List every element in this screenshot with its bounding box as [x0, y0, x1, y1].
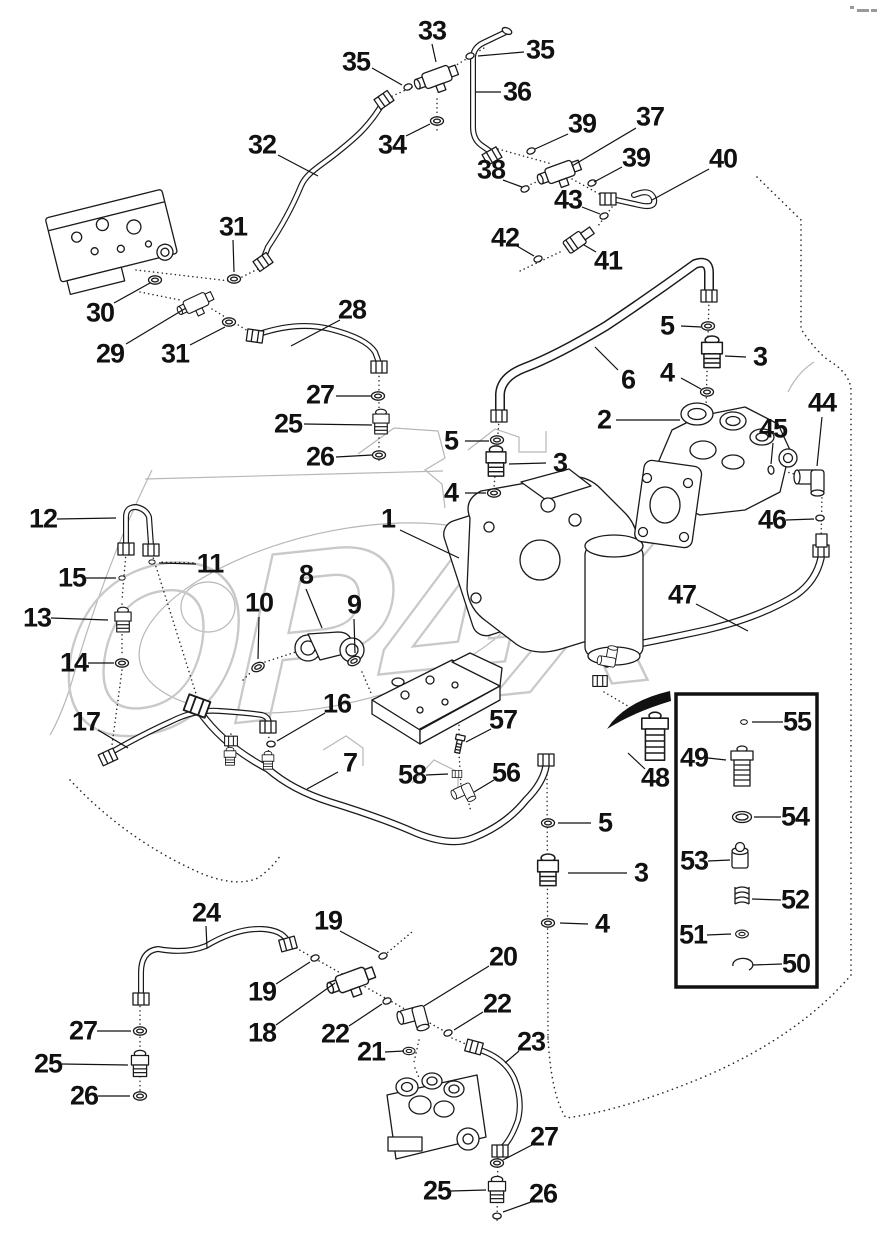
leader-37	[571, 127, 637, 167]
leader-29	[125, 307, 187, 345]
leader-4	[680, 377, 702, 390]
machine-dotted-silhouette	[69, 176, 852, 1119]
leader-4	[559, 922, 589, 925]
leader-23	[504, 1050, 520, 1064]
leader-46	[785, 518, 815, 521]
leader-50	[752, 963, 783, 966]
leader-3	[508, 462, 547, 465]
leader-16	[276, 712, 326, 742]
leader-5	[680, 325, 702, 328]
oil-lines	[110, 26, 821, 1148]
leader-27	[502, 1144, 533, 1161]
leader-47	[695, 603, 749, 632]
leader-41	[583, 244, 597, 253]
bolt-57	[454, 733, 466, 754]
plunger-53	[731, 841, 749, 869]
leader-35	[477, 51, 525, 57]
leader-26	[502, 1201, 532, 1213]
corner-mark	[850, 6, 877, 12]
priority-valve-assembly	[634, 402, 798, 549]
leader-39	[534, 133, 569, 150]
leader-6	[594, 346, 619, 371]
leader-24	[205, 925, 208, 949]
leader-10	[257, 616, 260, 660]
leader-39	[593, 166, 623, 183]
leader-18	[275, 982, 336, 1026]
leader-38	[502, 179, 523, 188]
leader-1	[399, 529, 460, 559]
leader-34	[405, 123, 431, 137]
cover-plate	[371, 652, 503, 745]
leader-9	[353, 618, 356, 654]
inset-detail-box	[607, 691, 819, 989]
leader-25	[61, 1063, 129, 1066]
leader-17	[97, 729, 129, 749]
leader-31	[232, 239, 235, 273]
leader-22	[348, 1003, 383, 1027]
leader-19	[339, 930, 380, 953]
elbow-union-8	[294, 631, 365, 663]
leader-51	[706, 933, 732, 936]
leader-44	[816, 416, 823, 467]
leader-3	[724, 355, 747, 358]
leader-57	[465, 728, 492, 743]
leader-31	[189, 326, 226, 346]
leader-35	[371, 67, 403, 86]
snap-ring-50	[732, 957, 754, 971]
leader-21	[384, 1050, 405, 1053]
hydrostatic-pump	[443, 468, 644, 666]
inset-pointer-arrow	[607, 691, 671, 729]
sensor-fitting	[562, 226, 595, 254]
leader-33	[431, 43, 437, 63]
leader-19	[275, 961, 311, 985]
leader-43	[581, 206, 601, 215]
leader-40	[651, 168, 710, 201]
leader-11	[158, 562, 197, 565]
callout-leader-lines	[50, 43, 823, 1213]
leader-48	[627, 752, 646, 770]
leader-20	[423, 965, 490, 1007]
leader-7	[306, 771, 339, 790]
bottom-control-valve	[386, 1072, 487, 1160]
leader-13	[50, 617, 109, 621]
leader-30	[113, 282, 151, 304]
remote-control-valve-block	[45, 189, 178, 296]
leader-28	[290, 319, 341, 347]
leader-56	[473, 779, 495, 793]
leader-42	[516, 245, 535, 257]
leader-49	[707, 757, 727, 761]
leader-52	[751, 898, 782, 901]
tube-nuts	[97, 89, 830, 1158]
leader-53	[707, 859, 731, 862]
leader-58	[425, 773, 449, 776]
leader-22	[453, 1011, 484, 1031]
leader-32	[277, 154, 319, 177]
leader-45	[770, 442, 774, 465]
union-fittings	[114, 61, 825, 1204]
leader-25	[450, 1189, 487, 1192]
leader-26	[335, 454, 373, 458]
spring-52	[734, 886, 750, 905]
leader-25	[303, 423, 373, 426]
leader-12	[56, 517, 117, 520]
leader-8	[305, 588, 323, 629]
